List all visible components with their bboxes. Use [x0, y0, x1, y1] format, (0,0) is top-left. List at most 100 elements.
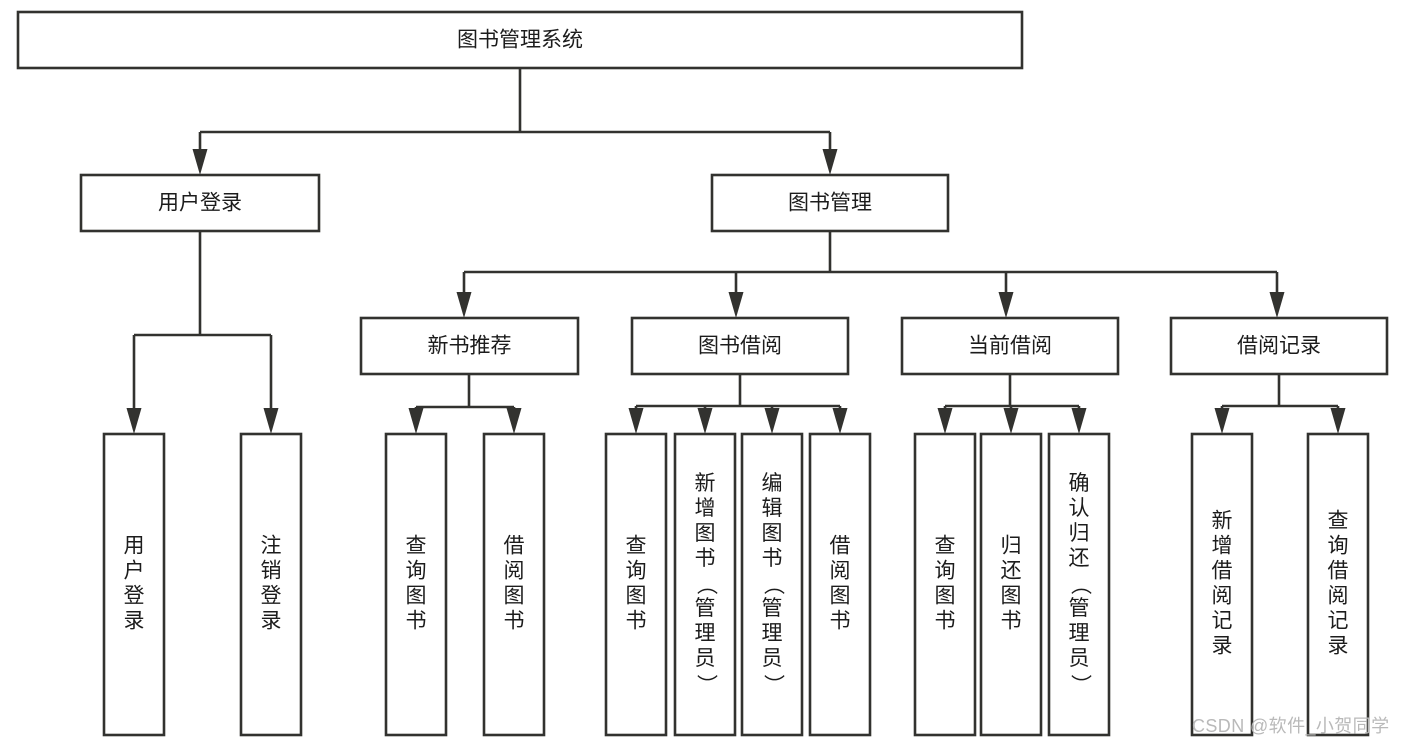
arrow-head-icon — [263, 408, 279, 434]
node-label-char: 询 — [935, 560, 956, 583]
node-label-char: 图 — [504, 585, 525, 608]
node-label-char: 编 — [762, 472, 783, 495]
node-box[interactable] — [1306, 432, 1370, 737]
node-label-char: ） — [761, 674, 784, 695]
node-box[interactable] — [710, 173, 950, 233]
node-box[interactable] — [16, 10, 1024, 70]
node-label-char: 借 — [830, 535, 851, 558]
node-label-char: 增 — [1212, 535, 1233, 558]
arrow-head-icon — [506, 408, 522, 434]
connector-layer — [126, 68, 1346, 434]
node-label-char: 书 — [1001, 610, 1022, 633]
node-box[interactable] — [239, 432, 303, 737]
node-box[interactable] — [102, 432, 166, 737]
node-label-char: 还 — [1069, 547, 1090, 570]
node-label-char: 图 — [1001, 585, 1022, 608]
node-label-char: 询 — [406, 560, 427, 583]
node-label-char: ） — [694, 674, 717, 695]
node-label-char: 书 — [626, 610, 647, 633]
node-label-char: 还 — [1001, 560, 1022, 583]
node-label: 当前借阅 — [968, 335, 1052, 358]
node-user-login[interactable]: 用户登录 — [79, 173, 321, 233]
arrow-head-icon — [998, 292, 1014, 318]
node-box[interactable] — [79, 173, 321, 233]
node-box[interactable] — [359, 316, 580, 376]
node-borrow-record[interactable]: 借阅记录 — [1169, 316, 1389, 376]
node-leaf-user-login[interactable]: 用户登录 — [102, 432, 166, 737]
node-label-char: 记 — [1212, 610, 1233, 633]
arrow-head-icon — [822, 149, 838, 175]
arrow-head-icon — [126, 408, 142, 434]
node-box[interactable] — [1169, 316, 1389, 376]
arrow-head-icon — [697, 408, 713, 434]
arrow-head-icon — [1071, 408, 1087, 434]
node-box[interactable] — [1047, 432, 1111, 737]
node-label-char: 图 — [695, 522, 716, 545]
node-label-char: 管 — [1069, 597, 1090, 620]
node-label-char: 归 — [1001, 535, 1022, 558]
node-box[interactable] — [1190, 432, 1254, 737]
node-current-borrow[interactable]: 当前借阅 — [900, 316, 1120, 376]
node-label-char: 查 — [1328, 510, 1349, 533]
node-layer: 图书管理系统用户登录图书管理新书推荐图书借阅当前借阅借阅记录用户登录注销登录查询… — [16, 10, 1389, 737]
arrow-head-icon — [628, 408, 644, 434]
node-box[interactable] — [384, 432, 448, 737]
arrow-head-icon — [937, 408, 953, 434]
node-label-char: 借 — [1212, 560, 1233, 583]
node-box[interactable] — [979, 432, 1043, 737]
node-label-char: 理 — [762, 622, 783, 645]
node-label-char: 查 — [935, 535, 956, 558]
csdn-watermark: CSDN @软件_小贺同学 — [1192, 716, 1390, 737]
node-label-char: 询 — [626, 560, 647, 583]
node-label-char: 管 — [762, 597, 783, 620]
node-box[interactable] — [740, 432, 804, 737]
node-box[interactable] — [630, 316, 850, 376]
arrow-head-icon — [1003, 408, 1019, 434]
node-box[interactable] — [808, 432, 872, 737]
node-label-char: 理 — [695, 622, 716, 645]
node-box[interactable] — [482, 432, 546, 737]
node-label-char: 员 — [1069, 647, 1090, 670]
edge-bookborrow-children — [628, 374, 848, 434]
node-box[interactable] — [913, 432, 977, 737]
node-new-book-rec[interactable]: 新书推荐 — [359, 316, 580, 376]
node-label-char: 用 — [124, 535, 145, 558]
node-label-char: 录 — [1328, 635, 1349, 658]
node-label-char: 记 — [1328, 610, 1349, 633]
node-label-char: 增 — [695, 497, 716, 520]
node-box[interactable] — [604, 432, 668, 737]
node-root[interactable]: 图书管理系统 — [16, 10, 1024, 70]
node-label: 借阅记录 — [1237, 335, 1321, 358]
node-box[interactable] — [673, 432, 737, 737]
node-label-char: 书 — [830, 610, 851, 633]
arrow-head-icon — [1330, 408, 1346, 434]
node-label-char: 询 — [1328, 535, 1349, 558]
node-label-char: 辑 — [762, 497, 783, 520]
node-label-char: 查 — [406, 535, 427, 558]
edge-bookmanage-children — [456, 231, 1285, 318]
node-book-manage[interactable]: 图书管理 — [710, 173, 950, 233]
edge-userlogin-children — [126, 231, 279, 434]
node-label-char: （ — [761, 574, 784, 595]
node-label-char: 借 — [504, 535, 525, 558]
node-label-char: 图 — [626, 585, 647, 608]
node-label-char: 查 — [626, 535, 647, 558]
arrow-head-icon — [1269, 292, 1285, 318]
node-label-char: 员 — [762, 647, 783, 670]
node-label-char: 书 — [762, 547, 783, 570]
node-box[interactable] — [900, 316, 1120, 376]
node-book-borrow[interactable]: 图书借阅 — [630, 316, 850, 376]
